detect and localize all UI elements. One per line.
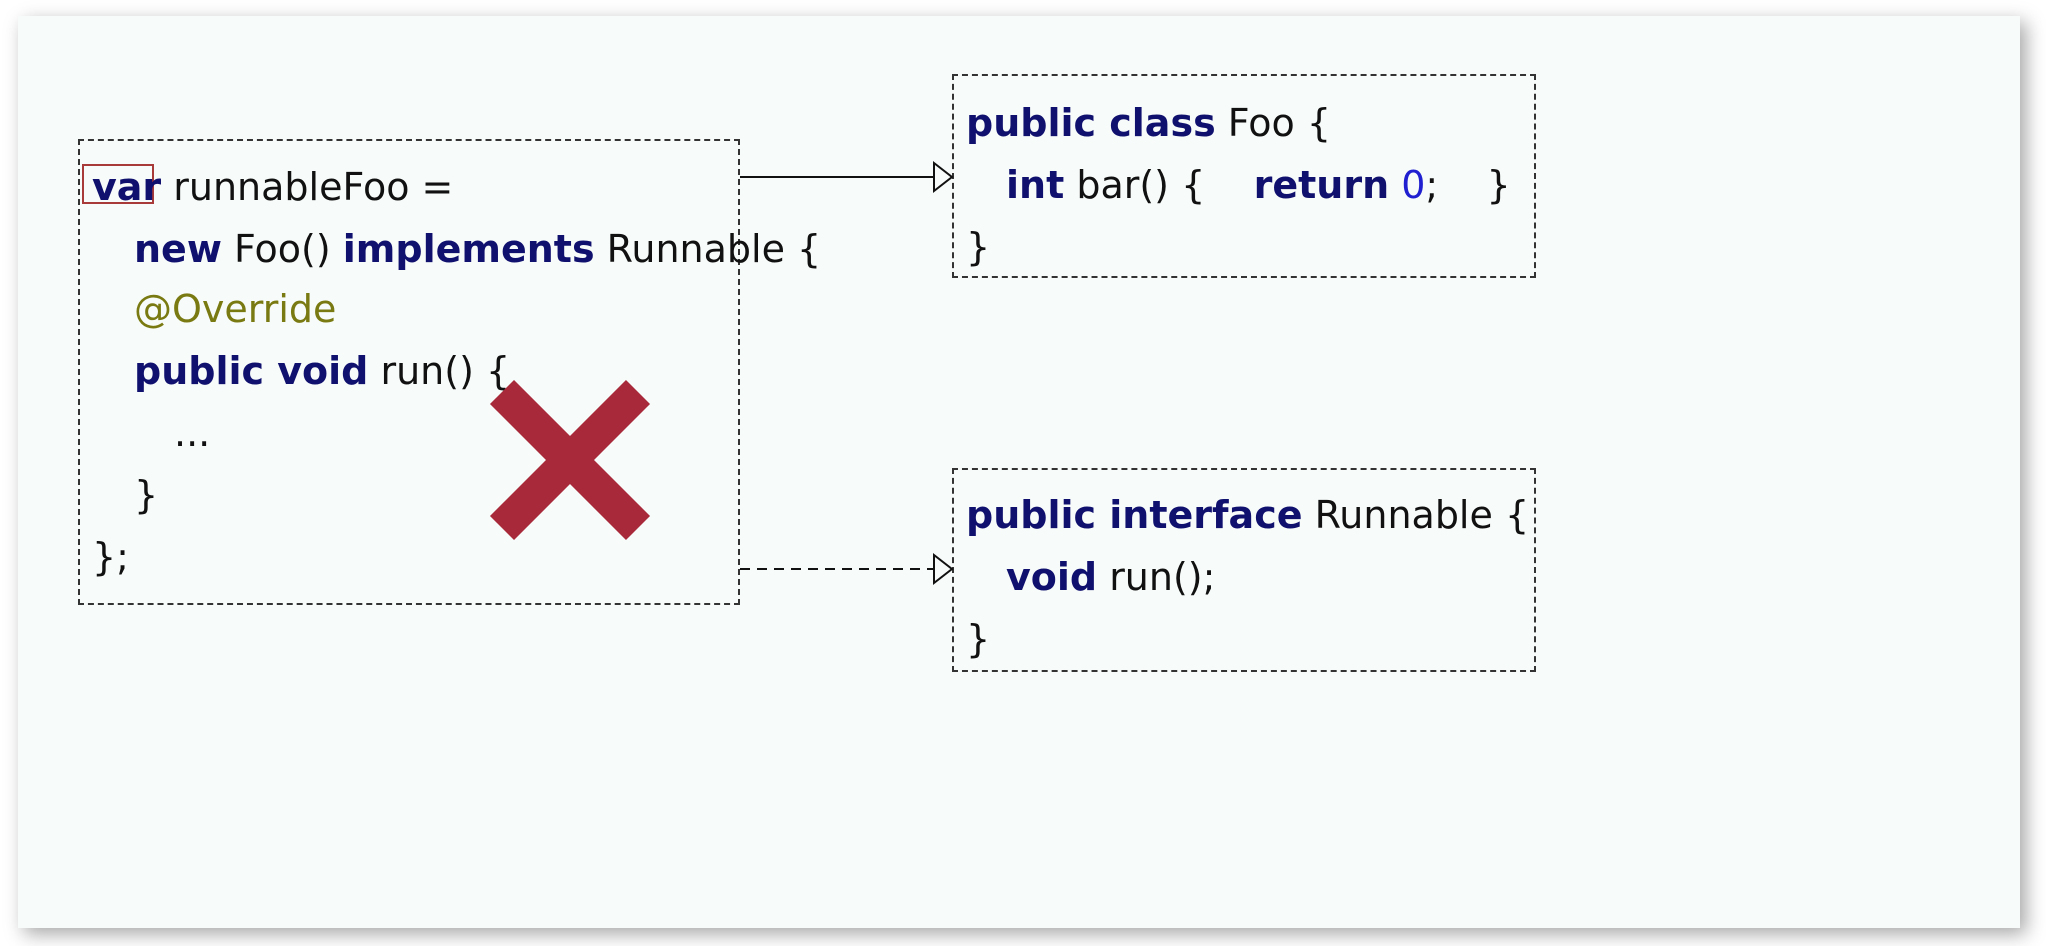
left-code-line-4: public void run() { <box>134 349 511 393</box>
left-code-line-7: }; <box>92 535 129 579</box>
foo-class-box <box>952 74 1536 278</box>
anonymous-class-box <box>78 139 740 605</box>
runnable-interface-box <box>952 468 1536 672</box>
foo-code-line-3: } <box>966 225 991 269</box>
slide: var runnableFoo = new Foo() implements R… <box>18 16 2020 928</box>
left-code-line-6: } <box>134 473 159 517</box>
cross-mark-icon <box>489 379 651 541</box>
var-keyword: var <box>92 165 162 209</box>
runnable-code-line-1: public interface Runnable { <box>966 493 1530 537</box>
runnable-code-line-3: } <box>966 617 991 661</box>
left-code-line-5: ... <box>174 411 211 455</box>
implements-arrow <box>740 552 954 586</box>
diagram-overlay <box>489 160 954 586</box>
var-keyword-highlight <box>82 164 154 204</box>
left-code-line-2: new Foo() implements Runnable { <box>134 227 822 271</box>
foo-code-line-2: int bar() { return 0; } <box>1006 163 1511 207</box>
left-code-line-3: @Override <box>134 290 336 328</box>
runnable-code-line-2: void run(); <box>1006 555 1216 599</box>
extends-arrow <box>740 160 954 194</box>
override-annotation: @Override <box>134 287 337 331</box>
foo-code-line-1: public class Foo { <box>966 101 1332 145</box>
left-code-line-1: var runnableFoo = <box>92 165 454 209</box>
